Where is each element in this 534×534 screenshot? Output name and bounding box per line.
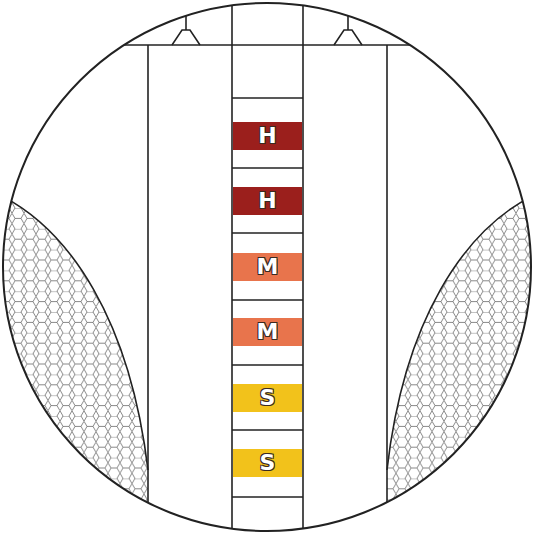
level-letter: H	[258, 190, 276, 212]
level-band: H	[233, 122, 302, 150]
level-letter: S	[260, 452, 276, 474]
level-band: S	[233, 384, 302, 412]
level-band: S	[233, 449, 302, 477]
level-letter: S	[260, 387, 276, 409]
level-band: M	[233, 318, 302, 346]
level-letter: M	[257, 256, 279, 278]
level-letter: M	[257, 321, 279, 343]
level-band: H	[233, 187, 302, 215]
level-letter: H	[258, 125, 276, 147]
level-band: M	[233, 253, 302, 281]
